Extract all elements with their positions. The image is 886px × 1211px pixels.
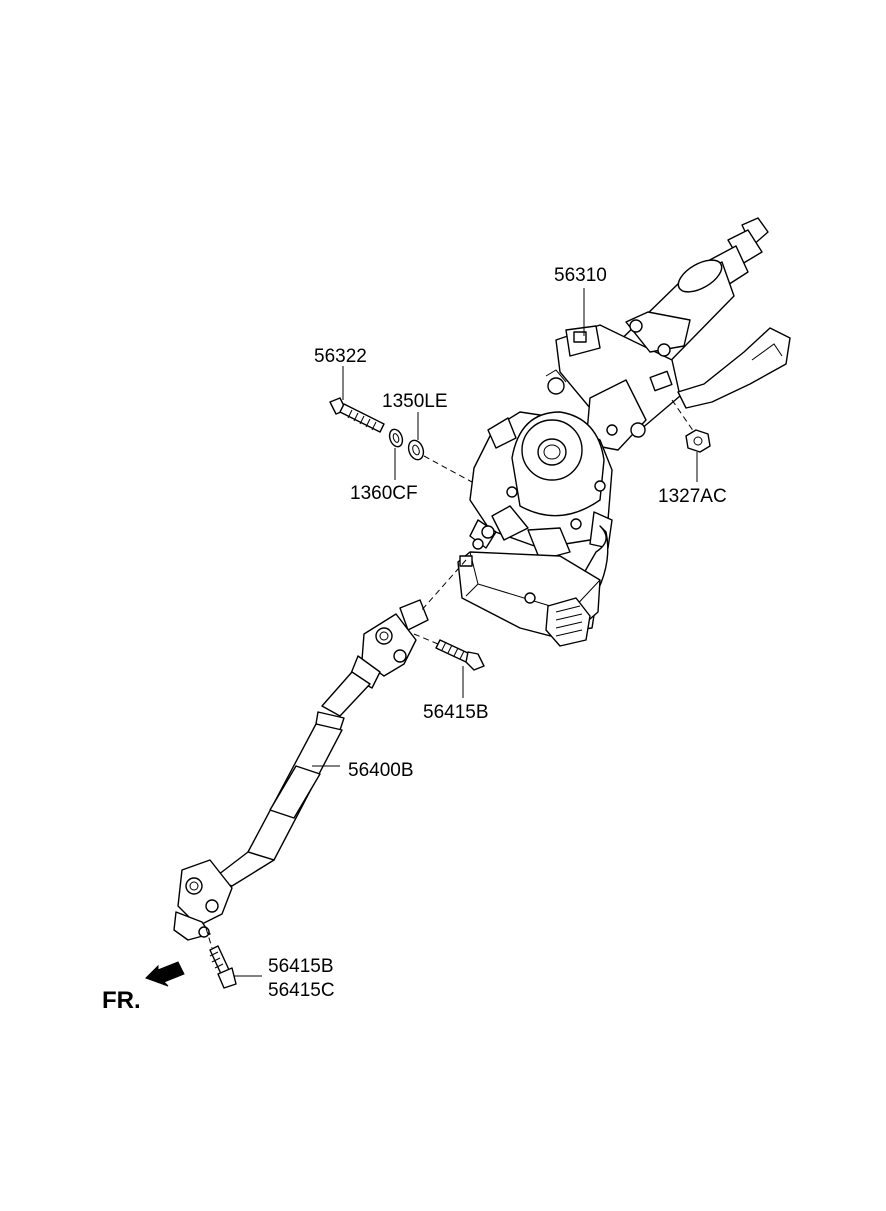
assembly-line-shaft bbox=[419, 559, 467, 613]
label-56415c: 56415C bbox=[268, 980, 335, 1001]
intermediate-shaft bbox=[173, 599, 429, 941]
bolt-56415b-56415c-lower bbox=[209, 945, 237, 989]
assembly-line-bolt bbox=[423, 455, 473, 483]
front-label: FR. bbox=[102, 987, 141, 1014]
assembly-line-lower-bolt bbox=[205, 927, 213, 949]
eps-control-unit bbox=[457, 551, 601, 647]
front-direction-indicator: FR. bbox=[102, 961, 185, 1014]
bolt-56322 bbox=[329, 397, 385, 433]
washer-1350le bbox=[407, 439, 425, 461]
label-56310: 56310 bbox=[554, 265, 607, 286]
assembly-line-nut bbox=[671, 399, 695, 433]
label-56415b-upper: 56415B bbox=[423, 702, 489, 723]
steering-column-assembly bbox=[545, 217, 791, 451]
label-56322: 56322 bbox=[314, 346, 367, 367]
label-56415b-lower: 56415B bbox=[268, 956, 334, 977]
label-1327ac: 1327AC bbox=[658, 486, 727, 507]
bolt-56415b-upper bbox=[435, 639, 485, 671]
label-1350le: 1350LE bbox=[382, 391, 448, 412]
nut-1327ac bbox=[685, 429, 711, 453]
label-1360cf: 1360CF bbox=[350, 483, 418, 504]
washer-1360cf bbox=[388, 428, 404, 448]
assembly-line-upper-bolt bbox=[413, 633, 439, 645]
front-arrow-icon bbox=[145, 961, 185, 987]
label-56400b: 56400B bbox=[348, 760, 414, 781]
